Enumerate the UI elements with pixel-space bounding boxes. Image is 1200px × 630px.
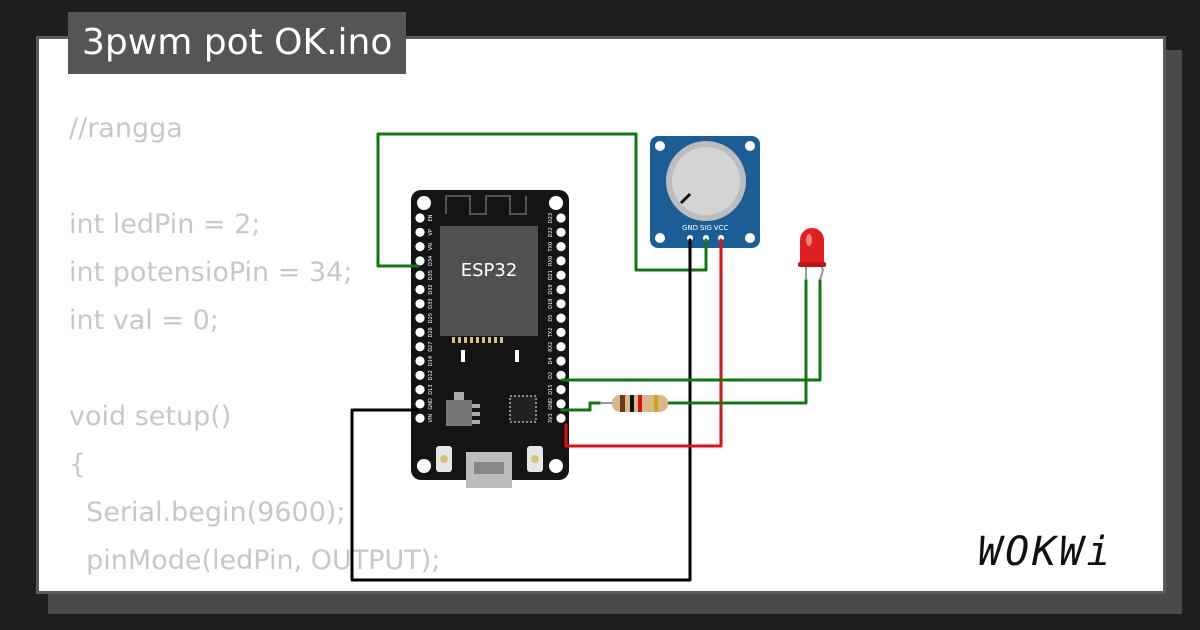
- pin-label: D26: [428, 327, 434, 337]
- pin-label: GND: [428, 398, 434, 410]
- code-line: int potensioPin = 34;: [69, 257, 353, 288]
- code-line: int ledPin = 2;: [69, 209, 261, 240]
- pin-label: RX2: [548, 342, 554, 352]
- pin-label: D5: [548, 315, 554, 322]
- pot-pin-label: VCC: [714, 224, 729, 232]
- pin-hole[interactable]: [556, 385, 566, 395]
- pin-hole[interactable]: [556, 413, 566, 423]
- pin-hole[interactable]: [556, 213, 566, 223]
- pin-label: D25: [428, 313, 434, 323]
- wires: [350, 132, 822, 582]
- pin-label: VN: [428, 243, 434, 250]
- wire-black[interactable]: [350, 238, 692, 582]
- pin-label: D35: [428, 270, 434, 280]
- led-red[interactable]: [798, 228, 826, 281]
- board-label: ESP32: [461, 260, 518, 281]
- pin-hole[interactable]: [556, 356, 566, 366]
- pin-hole[interactable]: [556, 242, 566, 252]
- wire-red[interactable]: [564, 238, 723, 448]
- pin-hole[interactable]: [415, 242, 425, 252]
- pin-hole[interactable]: [415, 256, 425, 266]
- pin-label: 3V3: [548, 413, 554, 423]
- pin-hole[interactable]: [415, 213, 425, 223]
- code-line: Serial.begin(9600);: [69, 497, 346, 528]
- voltage-regulator: [446, 400, 472, 426]
- pin-hole[interactable]: [556, 227, 566, 237]
- code-line: void setup(): [69, 401, 232, 432]
- pin-label: VIN: [428, 414, 434, 423]
- pin-label: D18: [548, 299, 554, 309]
- pin-hole[interactable]: [415, 342, 425, 352]
- pin-label: RX0: [548, 256, 554, 266]
- pin-label: D2: [548, 372, 554, 379]
- wire-green[interactable]: [376, 132, 708, 272]
- wire-green[interactable]: [560, 278, 822, 382]
- pin-label: TX0: [548, 242, 554, 253]
- pin-label: VP: [428, 229, 434, 235]
- pot-knob-indicator: [679, 192, 692, 205]
- wokwi-logo: WOKWi: [978, 529, 1114, 575]
- pin-hole[interactable]: [415, 313, 425, 323]
- potentiometer[interactable]: GND SIG VCC: [650, 136, 760, 248]
- pot-knob[interactable]: [672, 147, 740, 215]
- pin-label: D33: [428, 299, 434, 309]
- pin-label: EN: [428, 214, 434, 221]
- pot-pin-label: GND: [682, 224, 698, 232]
- pin-hole[interactable]: [415, 299, 425, 309]
- esp32-board[interactable]: ESP32 ENVPVND34D35D32D33D25D26D27D14D12D…: [411, 190, 569, 488]
- pin-label: TX2: [548, 328, 554, 339]
- code-line: int val = 0;: [69, 305, 219, 336]
- code-line: {: [69, 449, 87, 480]
- pin-hole[interactable]: [556, 256, 566, 266]
- pin-label: D23: [548, 213, 554, 223]
- resistor[interactable]: [600, 395, 668, 412]
- pin-label: D22: [548, 227, 554, 237]
- esp32-module-chip: [440, 226, 538, 336]
- pin-hole[interactable]: [556, 270, 566, 280]
- usb-chip: [509, 395, 537, 423]
- wire-green[interactable]: [560, 401, 602, 412]
- pin-hole[interactable]: [415, 399, 425, 409]
- pin-hole[interactable]: [415, 327, 425, 337]
- pin-hole[interactable]: [415, 227, 425, 237]
- preview-card: //rangga int ledPin = 2; int potensioPin =…: [36, 36, 1166, 594]
- code-editor: //rangga int ledPin = 2; int potensioPin =…: [69, 105, 769, 591]
- pin-label: GND: [548, 398, 554, 410]
- pin-hole[interactable]: [556, 370, 566, 380]
- pot-pin-label: SIG: [700, 224, 712, 232]
- pin-label: D27: [428, 342, 434, 352]
- pin-hole[interactable]: [415, 270, 425, 280]
- pin-label: D14: [428, 356, 434, 366]
- pin-label: D12: [428, 370, 434, 380]
- code-line: pinMode(ledPin, OUTPUT);: [69, 545, 441, 576]
- pin-hole[interactable]: [556, 284, 566, 295]
- pin-label: D21: [548, 270, 554, 280]
- pin-hole[interactable]: [556, 327, 566, 337]
- pin-label: D15: [548, 384, 554, 394]
- pin-hole[interactable]: [556, 313, 566, 323]
- pin-hole[interactable]: [556, 299, 566, 309]
- pin-hole[interactable]: [415, 385, 425, 395]
- pin-hole[interactable]: [556, 399, 566, 409]
- pin-label: D19: [548, 284, 554, 294]
- pin-label: D13: [428, 384, 434, 394]
- pin-hole[interactable]: [415, 356, 425, 366]
- pin-label: D34: [428, 256, 434, 266]
- pin-label: D4: [548, 357, 554, 364]
- wire-green[interactable]: [666, 278, 808, 405]
- pin-hole[interactable]: [556, 342, 566, 352]
- pin-hole[interactable]: [415, 370, 425, 380]
- pin-label: D32: [428, 284, 434, 294]
- project-title: 3pwm pot OK.ino: [68, 12, 407, 74]
- pin-hole[interactable]: [415, 284, 425, 295]
- code-line: //rangga: [69, 113, 183, 144]
- pin-hole[interactable]: [415, 413, 425, 423]
